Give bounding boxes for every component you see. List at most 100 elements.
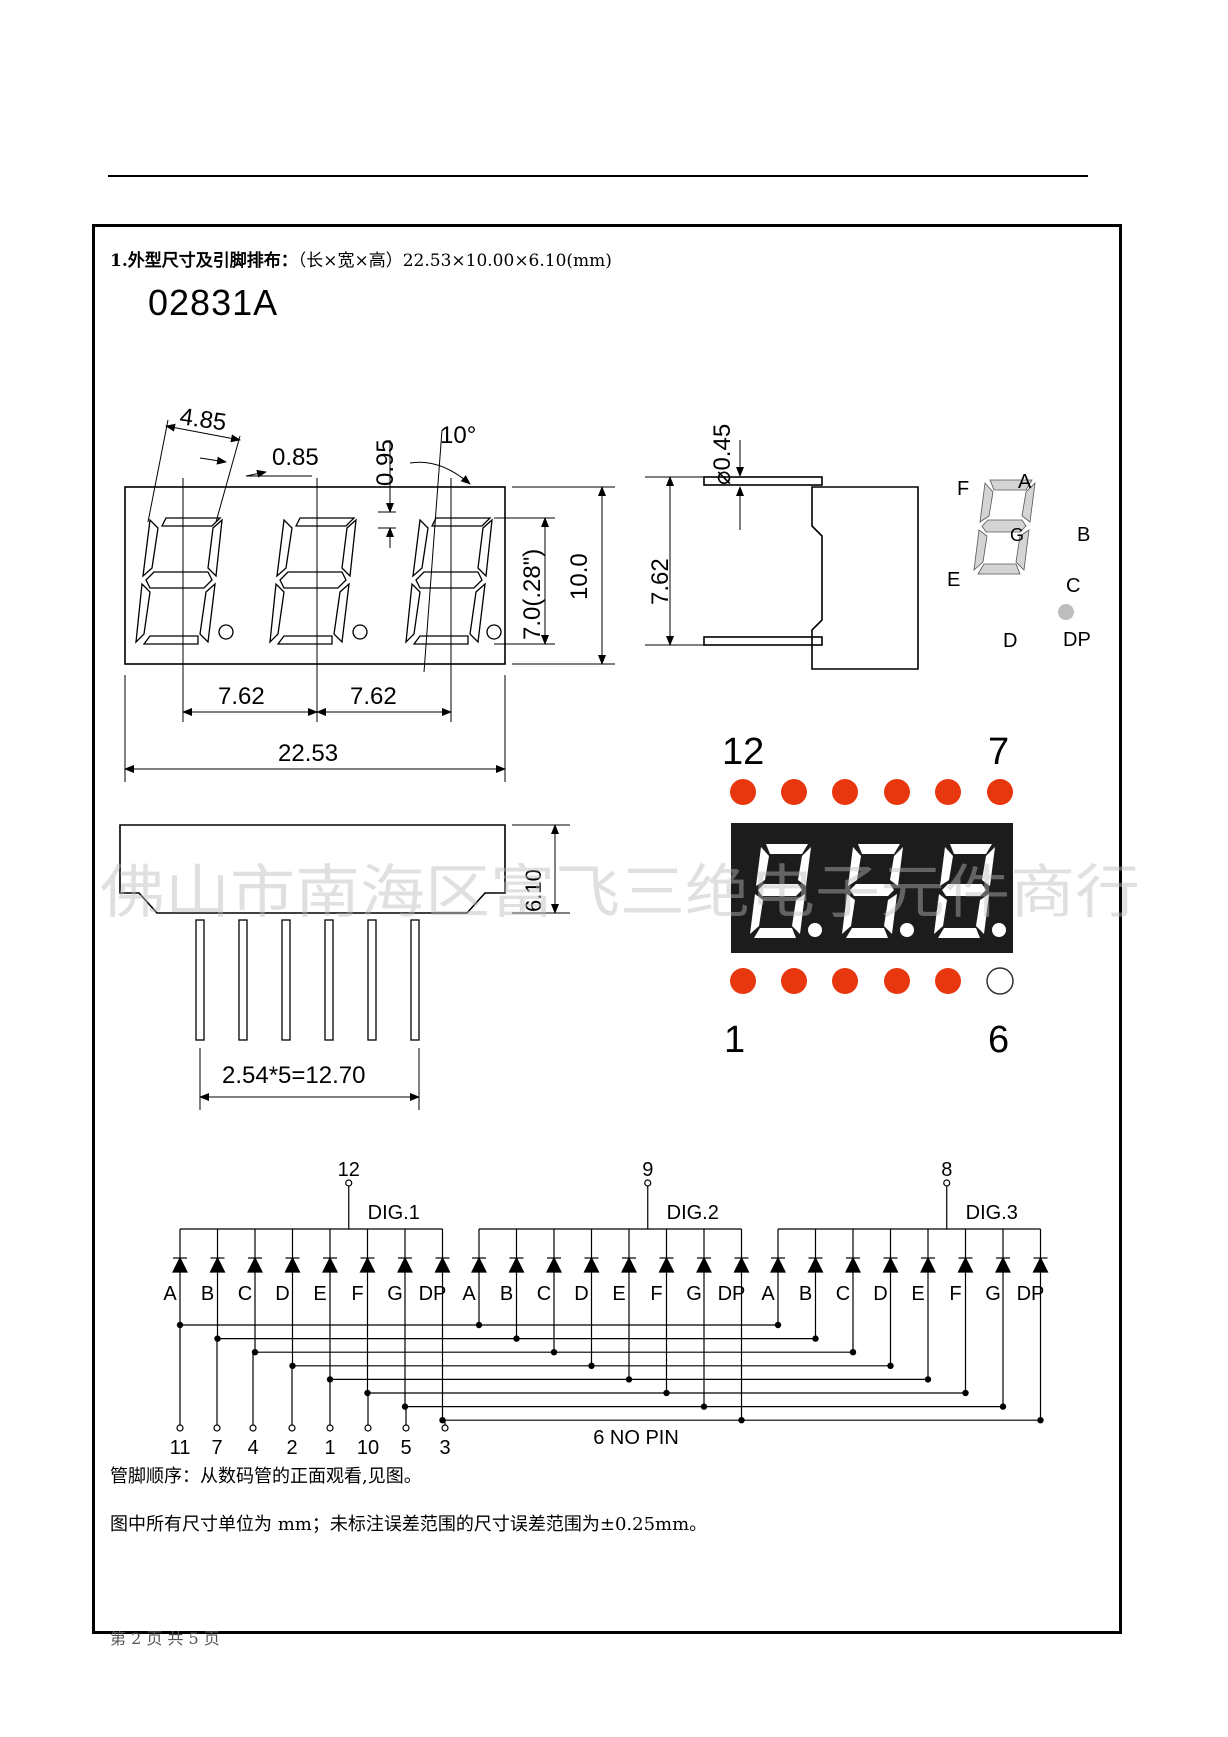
- segment-label: G: [686, 1283, 702, 1305]
- led-dp-3: [992, 923, 1006, 937]
- legend-label-f: F: [957, 478, 969, 500]
- watermark: 佛山市南海区富飞三绝电子元件商行: [100, 858, 1140, 926]
- bottom-pins: [195, 919, 420, 1041]
- pin-dot-bottom: [781, 968, 807, 994]
- pin-order-note: 管脚顺序：从数码管的正面观看,见图。: [110, 1466, 422, 1487]
- front-view: 4.85 0.85 0.95 10° 7.0(.28") 10.0 7.62 7…: [124, 403, 615, 782]
- page-footer: 第 2 页 共 5 页: [110, 1629, 220, 1648]
- bottom-pin: [281, 919, 291, 1041]
- dim-gap: 0.85: [272, 444, 319, 471]
- pin-label-7: 7: [988, 731, 1009, 773]
- no-pin-note: 6 NO PIN: [593, 1427, 679, 1449]
- pin-terminal: [213, 1424, 221, 1432]
- pin-number-label: 11: [170, 1437, 191, 1459]
- segment-label: G: [387, 1283, 403, 1305]
- segment-label: F: [650, 1283, 662, 1305]
- pin-number-label: 7: [211, 1437, 222, 1459]
- segment-label: D: [574, 1283, 588, 1305]
- diode-symbol: [172, 1256, 188, 1273]
- pin-dot-top: [987, 779, 1013, 805]
- front-dp-1: [218, 624, 234, 640]
- segment-label: DP: [1017, 1283, 1045, 1305]
- pin-dot-bottom: [884, 968, 910, 994]
- junction-dot: [439, 1416, 446, 1424]
- pin-dot-top: [832, 779, 858, 805]
- bottom-pin: [367, 919, 377, 1041]
- diode-symbol: [322, 1256, 338, 1273]
- segment-label: D: [275, 1283, 289, 1305]
- bottom-pin: [324, 919, 334, 1041]
- pin-terminal: [364, 1424, 372, 1432]
- segment-label: D: [873, 1283, 887, 1305]
- pin-dot-top: [884, 779, 910, 805]
- dim-pitch-1: 7.62: [218, 683, 265, 710]
- side-view-body: [811, 486, 919, 670]
- pin-terminal: [288, 1424, 296, 1432]
- segment-label: C: [537, 1283, 551, 1305]
- segment-label: A: [462, 1283, 476, 1305]
- side-view: [645, 440, 919, 670]
- diode-symbol: [770, 1256, 786, 1273]
- common-terminal: [943, 1179, 951, 1187]
- dim-pitch-2: 7.62: [350, 683, 397, 710]
- common-terminal: [345, 1179, 353, 1187]
- pin-diagram: 12 7 1 6: [722, 731, 1014, 1061]
- pin-dot-bottom: [935, 968, 961, 994]
- diode-symbol: [546, 1256, 562, 1273]
- side-pin-top: [703, 476, 823, 486]
- diode-symbol: [397, 1256, 413, 1273]
- dim-pin-diameter: ⌀0.45: [709, 424, 736, 485]
- pin-dot-top: [935, 779, 961, 805]
- digit-label: DIG.2: [667, 1202, 719, 1224]
- front-digit-1: [135, 517, 223, 645]
- pin-number-label: 4: [247, 1437, 258, 1459]
- diode-symbol: [696, 1256, 712, 1273]
- pin-dot-bottom: [730, 968, 756, 994]
- diode-symbol: [845, 1256, 861, 1273]
- segment-label: C: [836, 1283, 850, 1305]
- pin-dot-top: [730, 779, 756, 805]
- pin-dot-empty: [986, 967, 1014, 995]
- pin-number-label: 1: [324, 1437, 335, 1459]
- pin-number-label: 5: [400, 1437, 411, 1459]
- dim-seg-width: 0.95: [372, 439, 399, 486]
- diameter-icon: ⌀: [709, 471, 736, 485]
- front-dp-2: [352, 624, 368, 640]
- bottom-pin: [410, 919, 420, 1041]
- diode-symbol: [1032, 1256, 1049, 1273]
- legend-label-dp: DP: [1063, 629, 1091, 651]
- common-pin-label: 8: [941, 1159, 952, 1181]
- segment-label: F: [351, 1283, 363, 1305]
- pin-number-label: 2: [286, 1437, 297, 1459]
- bottom-view: [119, 824, 570, 1110]
- tolerance-note: 图中所有尺寸单位为 mm；未标注误差范围的尺寸误差范围为±0.25mm。: [110, 1514, 708, 1535]
- diode-symbol: [658, 1256, 675, 1273]
- common-terminal: [644, 1179, 652, 1187]
- pin-terminal: [402, 1424, 410, 1432]
- diode-symbol: [995, 1256, 1011, 1273]
- dim-slant: 10°: [440, 422, 476, 449]
- content-frame: [92, 224, 1122, 1634]
- common-pin-label: 9: [642, 1159, 653, 1181]
- segment-label: B: [500, 1283, 513, 1305]
- dim-body-height: 10.0: [566, 553, 593, 600]
- segment-label: B: [201, 1283, 214, 1305]
- pin-dot-top: [781, 779, 807, 805]
- diode-symbol: [807, 1256, 824, 1273]
- dim-thickness: 6.10: [521, 869, 546, 912]
- diode-symbol: [209, 1256, 226, 1273]
- dim-digit-width: 4.85: [178, 403, 228, 436]
- pin-dot-bottom: [832, 968, 858, 994]
- spec-label: 1.外型尺寸及引脚排布：: [110, 251, 298, 271]
- pin-number-label: 10: [357, 1437, 379, 1459]
- legend-digit: [973, 479, 1036, 575]
- diode-symbol: [882, 1256, 899, 1273]
- legend-label-d: D: [1003, 630, 1017, 652]
- segment-legend: A B C D E F G DP: [947, 471, 1091, 652]
- pin-label-1: 1: [724, 1019, 745, 1061]
- front-dp-3: [486, 624, 502, 640]
- led-dp-2: [900, 923, 914, 937]
- dim-pin-row-spacing: 7.62: [647, 558, 674, 605]
